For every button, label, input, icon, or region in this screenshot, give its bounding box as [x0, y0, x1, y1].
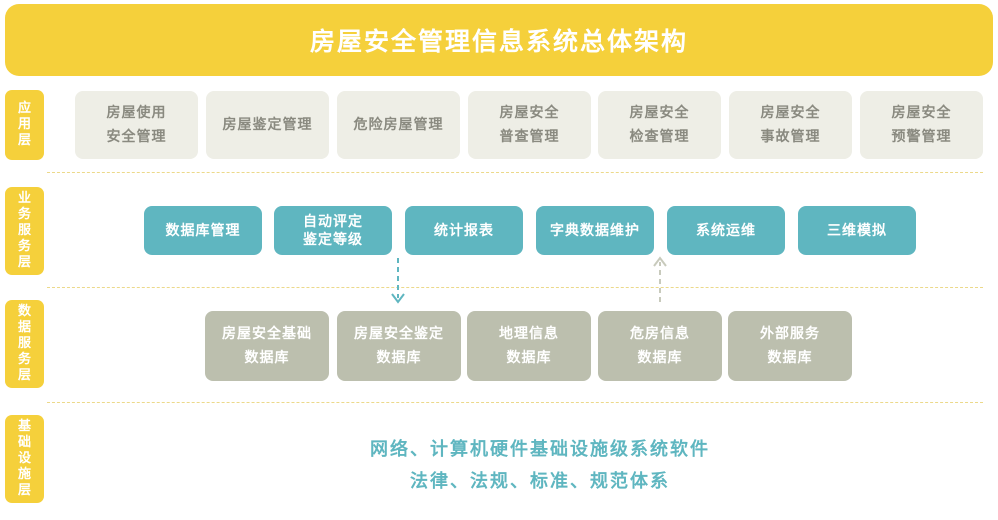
diagram-title: 房屋安全管理信息系统总体架构 [5, 4, 993, 76]
arrow-down [391, 258, 405, 304]
layer-divider [47, 172, 983, 173]
db-box-dangerous: 危房信息 数据库 [598, 311, 722, 381]
layer-label-business: 业务服务层 [17, 191, 31, 270]
layer-divider [47, 287, 983, 288]
layer-label-application: 应用层 [17, 101, 31, 148]
app-box-appraisal: 房屋鉴定管理 [206, 91, 329, 159]
svc-box-statistics: 统计报表 [405, 206, 523, 255]
app-box-usage-safety: 房屋使用 安全管理 [75, 91, 198, 159]
arrow-up [653, 256, 667, 302]
infra-line-legal: 法律、法规、标准、规范体系 [410, 471, 670, 492]
layer-tab-data: 数据服务层 [5, 300, 44, 388]
db-box-external: 外部服务 数据库 [728, 311, 852, 381]
layer-tab-infrastructure: 基础设施层 [5, 415, 44, 503]
app-box-census: 房屋安全 普查管理 [468, 91, 591, 159]
layer-label-infrastructure: 基础设施层 [17, 419, 31, 498]
layer-divider [47, 402, 983, 403]
layer-label-data: 数据服务层 [17, 304, 31, 383]
svc-box-dictionary: 字典数据维护 [536, 206, 654, 255]
db-box-basic: 房屋安全基础 数据库 [205, 311, 329, 381]
layer-tab-application: 应用层 [5, 90, 44, 160]
db-box-appraisal: 房屋安全鉴定 数据库 [337, 311, 461, 381]
db-box-gis: 地理信息 数据库 [467, 311, 591, 381]
svc-box-database-mgmt: 数据库管理 [144, 206, 262, 255]
app-box-warning: 房屋安全 预警管理 [860, 91, 983, 159]
svc-box-auto-grading: 自动评定 鉴定等级 [274, 206, 392, 255]
app-box-accident: 房屋安全 事故管理 [729, 91, 852, 159]
infra-line-network: 网络、计算机硬件基础设施级系统软件 [370, 439, 710, 460]
app-box-dangerous: 危险房屋管理 [337, 91, 460, 159]
svc-box-3d-sim: 三维模拟 [798, 206, 916, 255]
svc-box-ops: 系统运维 [667, 206, 785, 255]
layer-tab-business: 业务服务层 [5, 187, 44, 275]
app-box-inspection: 房屋安全 检查管理 [598, 91, 721, 159]
